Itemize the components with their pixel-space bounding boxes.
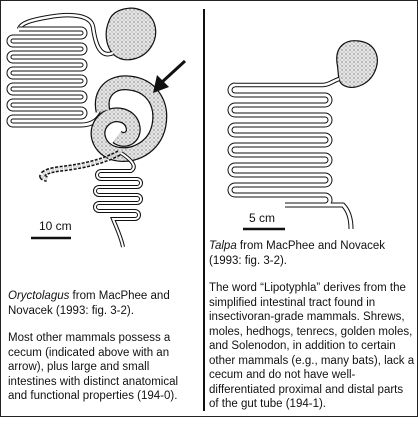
taxon-name-left: Oryctolagus xyxy=(8,290,70,302)
right-panel: 5 cm Talpa from MacPhee and Novacek (199… xyxy=(205,1,417,416)
scale-label-right: 5 cm xyxy=(249,211,276,225)
caption-left: Oryctolagus from MacPhee and Novacek (19… xyxy=(8,289,198,417)
left-panel: 10 cm Oryctolagus from MacPhee and Novac… xyxy=(1,1,203,416)
intestine-coils xyxy=(227,82,354,230)
caption-source-right: from MacPhee and Novacek (1993: fig. 3-2… xyxy=(209,240,386,267)
stomach-shape xyxy=(336,40,378,88)
oryctolagus-gut-illustration xyxy=(6,7,187,248)
arrow-icon xyxy=(153,59,187,93)
scale-label-left: 10 cm xyxy=(39,219,72,233)
stomach-shape xyxy=(105,7,157,61)
caption-body-left: Most other mammals possess a cecum (indi… xyxy=(8,332,179,402)
talpa-gut-illustration xyxy=(227,40,378,231)
caption-right: Talpa from MacPhee and Novacek (1993: fi… xyxy=(209,239,415,425)
taxon-name-right: Talpa xyxy=(209,240,237,252)
caption-source-left: from MacPhee and Novacek (1993: fig. 3-2… xyxy=(8,290,170,317)
panel-divider xyxy=(203,9,205,411)
caption-body-right: The word “Lipotyphla” derives from the s… xyxy=(209,282,415,410)
